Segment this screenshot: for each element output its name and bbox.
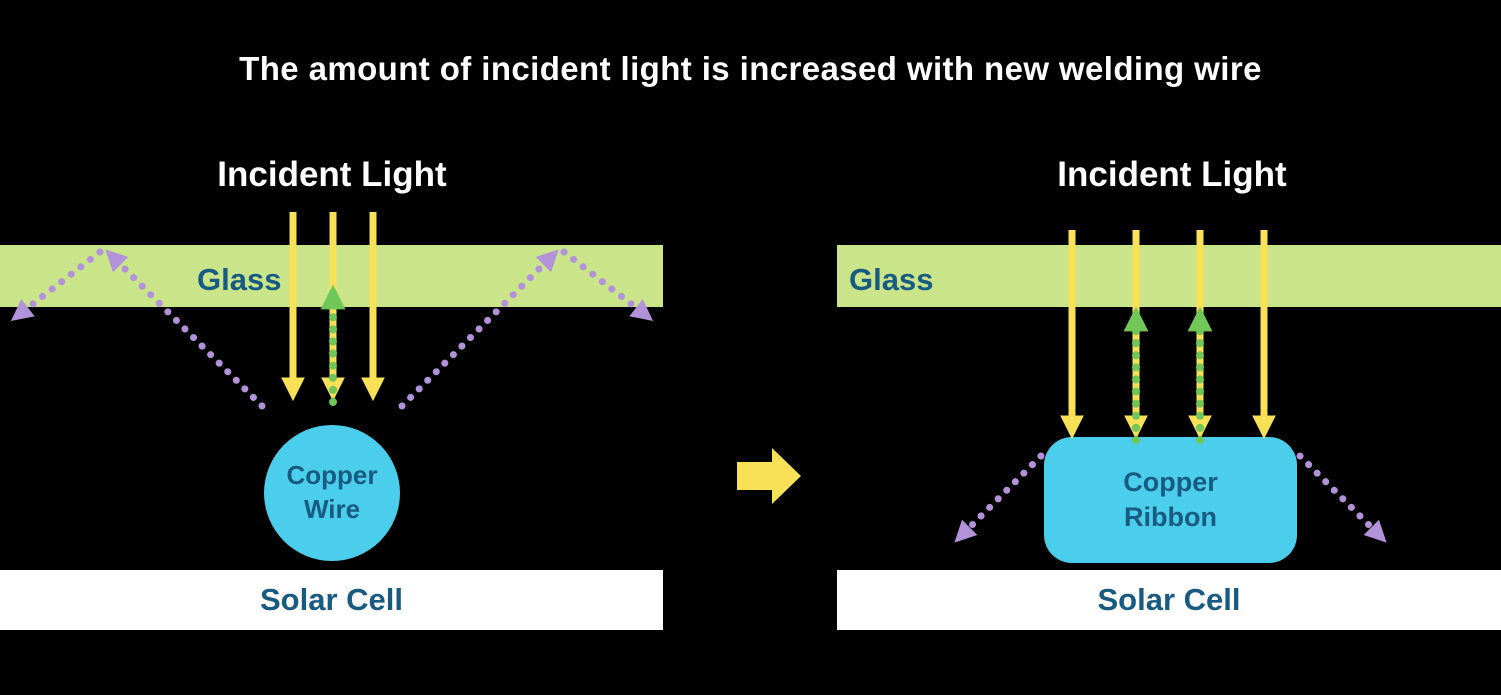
- scattered-ray-right-left: [954, 452, 1045, 543]
- copper-ribbon-rect: Copper Ribbon: [1044, 437, 1297, 563]
- solar-cell-bar-left: Solar Cell: [0, 570, 663, 630]
- incident-light-label-right: Incident Light: [1057, 155, 1287, 194]
- glass-panel-right: [837, 245, 1501, 307]
- transition-arrow: [737, 448, 801, 504]
- solar-cell-label-right: Solar Cell: [1097, 582, 1241, 617]
- incident-light-label-left: Incident Light: [217, 155, 447, 194]
- copper-wire-circle: Copper Wire: [264, 425, 400, 561]
- solar-cell-bar-right: Solar Cell: [837, 570, 1501, 630]
- copper-ribbon-label-line2: Ribbon: [1124, 502, 1217, 532]
- diagram-title: The amount of incident light is increase…: [239, 50, 1262, 87]
- copper-wire-label-line2: Wire: [303, 494, 361, 524]
- scattered-ray-right-right: [1296, 452, 1387, 543]
- glass-label-left: Glass: [197, 262, 282, 297]
- glass-panel-left: [0, 245, 663, 307]
- solar-cell-label-left: Solar Cell: [260, 582, 403, 617]
- glass-label-right: Glass: [849, 262, 934, 297]
- copper-wire-label-line1: Copper: [286, 460, 378, 491]
- copper-ribbon-label-line1: Copper: [1123, 466, 1218, 497]
